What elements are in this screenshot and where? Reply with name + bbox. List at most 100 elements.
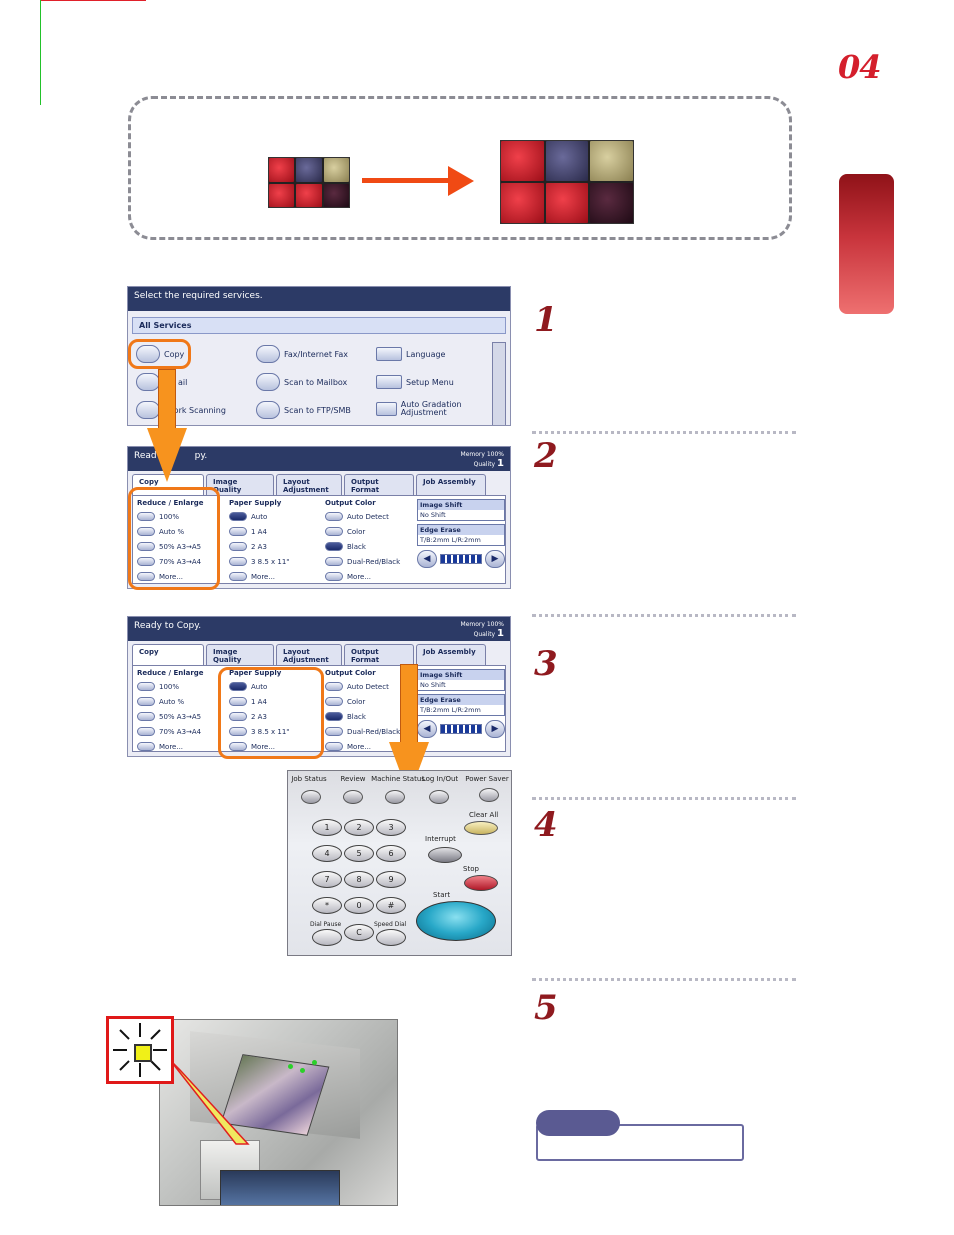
network-scanning-button[interactable]: twork Scanning — [136, 401, 226, 419]
reduce-option[interactable]: 100% — [137, 509, 204, 524]
paper-more-button[interactable]: More... — [229, 739, 290, 754]
step-number-4: 4 — [534, 805, 558, 845]
left-arrow-icon[interactable]: ◀ — [417, 550, 437, 568]
color-option[interactable]: Auto Detect — [325, 509, 400, 524]
scan-icon — [136, 401, 160, 419]
paper-option[interactable]: 2 A3 — [229, 709, 290, 724]
machine-status-button[interactable] — [385, 790, 405, 804]
density-control: ◀ ▶ — [417, 550, 505, 568]
paper-more-button[interactable]: More... — [229, 569, 290, 584]
key-0[interactable]: 0 — [344, 897, 374, 914]
interrupt-button[interactable] — [428, 847, 462, 863]
tab-job-assembly[interactable]: Job Assembly — [416, 644, 486, 666]
reduce-option[interactable]: Auto % — [137, 524, 204, 539]
reduce-option[interactable]: 70% A3→A4 — [137, 724, 204, 739]
dial-pause-button[interactable] — [312, 929, 342, 946]
key-5[interactable]: 5 — [344, 845, 374, 862]
tab-output-format[interactable]: Output Format — [344, 644, 414, 666]
color-more-button[interactable]: More... — [325, 569, 400, 584]
color-more-button[interactable]: More... — [325, 739, 400, 754]
stop-label: Stop — [463, 865, 479, 873]
chapter-number: 04 — [838, 48, 882, 86]
key-1[interactable]: 1 — [312, 819, 342, 836]
key-clear[interactable]: C — [344, 924, 374, 941]
tab-output-format[interactable]: Output Format — [344, 474, 414, 496]
key-7[interactable]: 7 — [312, 871, 342, 888]
tab-layout-adjustment[interactable]: Layout Adjustment — [276, 644, 342, 666]
paper-option[interactable]: Auto — [229, 679, 290, 694]
clear-all-button[interactable] — [464, 821, 498, 835]
color-option[interactable]: Black — [325, 709, 400, 724]
color-option[interactable]: Dual-Red/Black — [325, 724, 400, 739]
auto-gradation-button[interactable]: Auto Gradation Adjustment — [376, 401, 486, 417]
color-option[interactable]: Black — [325, 539, 400, 554]
tab-copy[interactable]: Copy — [132, 644, 204, 666]
services-scrollbar[interactable] — [492, 342, 506, 425]
step-number-5: 5 — [534, 988, 558, 1028]
right-arrow-icon[interactable]: ▶ — [485, 550, 505, 568]
indicator-dot — [312, 1060, 317, 1065]
log-in-out-button[interactable] — [429, 790, 449, 804]
reduce-option[interactable]: 50% A3→A5 — [137, 539, 204, 554]
power-saver-button[interactable] — [479, 788, 499, 802]
start-button[interactable] — [416, 901, 496, 941]
color-option[interactable]: Color — [325, 694, 400, 709]
setup-menu-button[interactable]: Setup Menu — [376, 375, 454, 389]
tab-image-quality[interactable]: Image Quality — [206, 474, 274, 496]
log-in-out-label: Log In/Out — [421, 775, 459, 783]
reduce-more-button[interactable]: More... — [137, 739, 204, 754]
reduce-option[interactable]: 70% A3→A4 — [137, 554, 204, 569]
step-number-1: 1 — [534, 300, 558, 340]
document-feeder-indicator — [106, 1016, 174, 1084]
tab-job-assembly[interactable]: Job Assembly — [416, 474, 486, 496]
step-number-2: 2 — [534, 436, 558, 476]
key-2[interactable]: 2 — [344, 819, 374, 836]
reduce-option[interactable]: 100% — [137, 679, 204, 694]
key-4[interactable]: 4 — [312, 845, 342, 862]
color-option[interactable]: Dual-Red/Black — [325, 554, 400, 569]
review-button[interactable] — [343, 790, 363, 804]
language-button[interactable]: Language — [376, 347, 445, 361]
scan-to-ftp-button[interactable]: Scan to FTP/SMB — [256, 401, 351, 419]
step-divider — [532, 431, 796, 434]
all-services-tab[interactable]: All Services — [132, 317, 506, 334]
reduce-more-button[interactable]: More... — [137, 569, 204, 584]
job-status-button[interactable] — [301, 790, 321, 804]
left-arrow-icon[interactable]: ◀ — [417, 720, 437, 738]
speed-dial-button[interactable] — [376, 929, 406, 946]
copy-service-button[interactable]: Copy — [136, 345, 184, 363]
reduce-option[interactable]: 50% A3→A5 — [137, 709, 204, 724]
key-6[interactable]: 6 — [376, 845, 406, 862]
right-arrow-icon[interactable]: ▶ — [485, 720, 505, 738]
paper-option[interactable]: 1 A4 — [229, 694, 290, 709]
paper-option[interactable]: 2 A3 — [229, 539, 290, 554]
indicator-dot — [288, 1064, 293, 1069]
tab-image-quality[interactable]: Image Quality — [206, 644, 274, 666]
ftp-icon — [256, 401, 280, 419]
scan-to-mailbox-button[interactable]: Scan to Mailbox — [256, 373, 347, 391]
tab-layout-adjustment[interactable]: Layout Adjustment — [276, 474, 342, 496]
paper-option[interactable]: 1 A4 — [229, 524, 290, 539]
control-panel: Job Status Review Machine Status Log In/… — [287, 770, 512, 956]
reduce-enlarge-group: Reduce / Enlarge 100% Auto % 50% A3→A5 7… — [137, 499, 204, 584]
key-hash[interactable]: # — [376, 897, 406, 914]
copier-touchscreen — [220, 1170, 340, 1205]
key-9[interactable]: 9 — [376, 871, 406, 888]
paper-option[interactable]: 3 8.5 x 11" — [229, 724, 290, 739]
fax-service-button[interactable]: Fax/Internet Fax — [256, 345, 348, 363]
color-option[interactable]: Auto Detect — [325, 679, 400, 694]
paper-option[interactable]: 3 8.5 x 11" — [229, 554, 290, 569]
key-8[interactable]: 8 — [344, 871, 374, 888]
copy-tabs: Copy Image Quality Layout Adjustment Out… — [132, 474, 486, 496]
key-star[interactable]: * — [312, 897, 342, 914]
stop-button[interactable] — [464, 875, 498, 891]
color-option[interactable]: Color — [325, 524, 400, 539]
paper-option[interactable]: Auto — [229, 509, 290, 524]
reduce-option[interactable]: Auto % — [137, 694, 204, 709]
key-3[interactable]: 3 — [376, 819, 406, 836]
